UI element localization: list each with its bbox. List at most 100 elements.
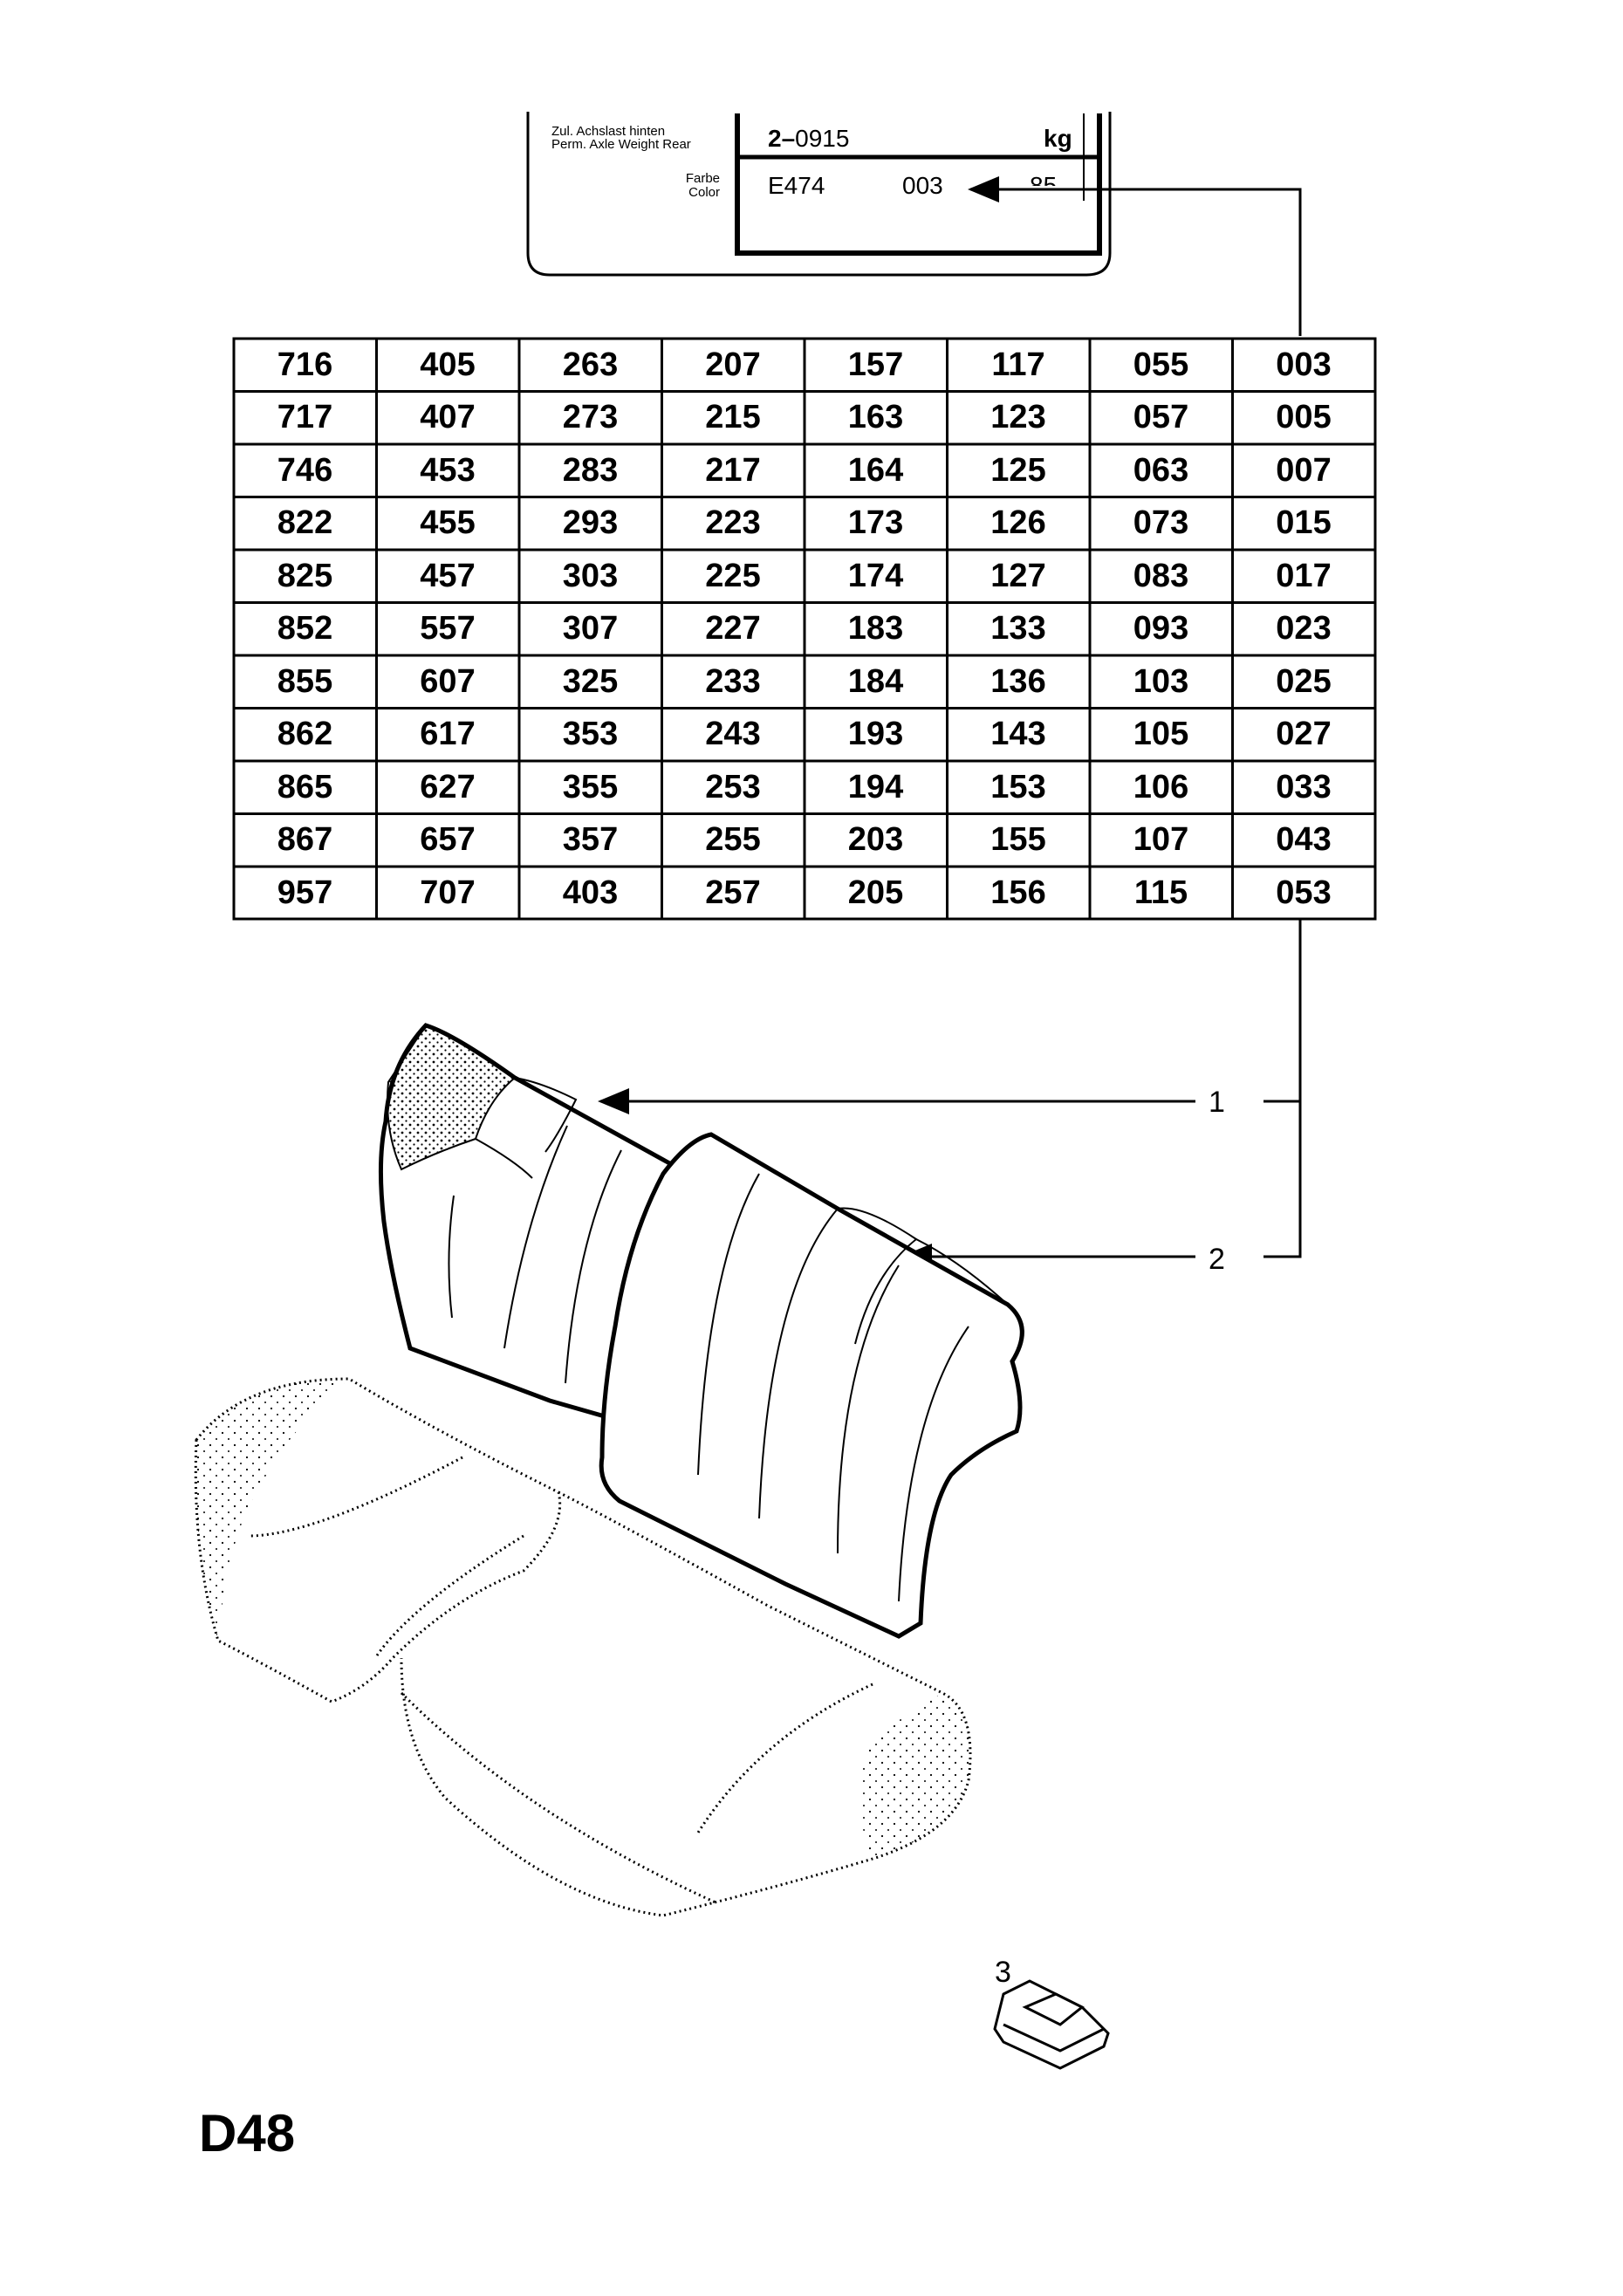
seat-cushion — [194, 1377, 972, 1917]
seat-cushion-texture — [195, 1379, 970, 1859]
plate-axle-weight: 2–0915 — [768, 126, 849, 152]
color-code-cell: 403 — [562, 874, 619, 911]
vehicle-id-plate — [526, 112, 1112, 277]
color-code-cell: 155 — [990, 821, 1046, 858]
color-code-cell: 353 — [562, 716, 619, 752]
plate-axle-label-en: Perm. Axle Weight Rear — [551, 137, 691, 152]
color-code-cell: 126 — [990, 504, 1046, 541]
color-code-cell: 855 — [277, 662, 333, 700]
color-code-cell: 215 — [705, 399, 761, 435]
color-code-cell: 043 — [1276, 821, 1332, 858]
color-code-cell: 607 — [420, 662, 476, 700]
color-code-cell: 164 — [847, 451, 904, 489]
color-code-cell: 015 — [1276, 504, 1332, 541]
color-code-cell: 057 — [1133, 399, 1189, 435]
color-code-cell: 183 — [847, 610, 904, 647]
plate-color-label-en: Color — [688, 185, 720, 200]
color-code-cell: 073 — [1133, 504, 1189, 541]
color-code-cell: 865 — [277, 768, 333, 805]
color-code-cell: 123 — [990, 399, 1046, 435]
color-code-cell: 173 — [847, 504, 904, 541]
color-code-cell: 716 — [277, 346, 333, 383]
color-code-cell: 007 — [1276, 451, 1332, 489]
plate-axle-label-de: Zul. Achslast hinten — [551, 124, 666, 139]
color-code-cell: 203 — [847, 821, 904, 858]
color-code-cell: 117 — [991, 346, 1045, 383]
color-code-cell: 707 — [420, 874, 476, 911]
color-code-cell: 822 — [277, 504, 333, 541]
color-code-cell: 127 — [990, 557, 1046, 594]
color-code-cell: 107 — [1133, 821, 1189, 858]
plate-color-number: 003 — [902, 172, 943, 199]
color-code-cell: 957 — [277, 874, 333, 911]
color-code-cell: 106 — [1133, 768, 1189, 805]
color-code-cell: 125 — [990, 451, 1046, 489]
color-code-cell: 193 — [847, 716, 904, 752]
color-code-cell: 657 — [420, 821, 476, 858]
color-code-cell: 103 — [1133, 662, 1189, 700]
color-code-cell: 136 — [990, 662, 1046, 700]
color-code-cell: 325 — [562, 662, 619, 700]
color-code-cell: 055 — [1133, 346, 1189, 383]
color-code-cell: 194 — [847, 768, 904, 805]
color-code-cell: 025 — [1276, 662, 1332, 700]
color-code-cell: 217 — [705, 451, 761, 489]
color-code-cell: 233 — [705, 662, 761, 700]
color-code-cell: 153 — [990, 768, 1046, 805]
color-code-cell: 852 — [277, 610, 333, 647]
color-code-cell: 455 — [420, 504, 476, 541]
plate-weight-value: 0915 — [795, 125, 850, 152]
color-code-cell: 174 — [847, 557, 904, 594]
color-code-cell: 253 — [705, 768, 761, 805]
color-code-cell: 263 — [562, 346, 619, 383]
color-code-cell: 862 — [277, 716, 333, 752]
color-code-cell: 063 — [1133, 451, 1189, 489]
color-code-cell: 157 — [847, 346, 904, 383]
plate-color-code: E474 — [768, 172, 825, 199]
color-code-cell: 105 — [1133, 716, 1189, 752]
backrest-cover-left — [378, 1023, 683, 1422]
color-code-cell: 825 — [277, 557, 333, 594]
color-code-cell: 453 — [420, 451, 476, 489]
color-code-cell: 156 — [990, 874, 1046, 911]
color-code-cell: 005 — [1276, 399, 1332, 435]
color-code-cell: 207 — [705, 346, 761, 383]
callout-3: 3 — [995, 1956, 1011, 1989]
color-code-cell: 243 — [705, 716, 761, 752]
color-code-cell: 023 — [1276, 610, 1332, 647]
backrest-cover-right — [599, 1132, 1024, 1639]
plate-weight-unit: kg — [1044, 125, 1072, 152]
color-code-cell: 143 — [990, 716, 1046, 752]
color-code-cell: 225 — [705, 557, 761, 594]
color-code-cell: 184 — [847, 662, 904, 700]
color-code-cell: 717 — [277, 399, 333, 435]
color-code-cell: 273 — [562, 399, 619, 435]
color-code-cell: 407 — [420, 399, 476, 435]
retaining-clip — [993, 1979, 1110, 2070]
color-code-cell: 307 — [562, 610, 619, 647]
color-code-cell: 557 — [420, 610, 476, 647]
color-code-cell: 027 — [1276, 716, 1332, 752]
color-code-cell: 033 — [1276, 768, 1332, 805]
color-code-cell: 083 — [1133, 557, 1189, 594]
color-code-cell: 355 — [562, 768, 619, 805]
color-code-cell: 223 — [705, 504, 761, 541]
color-code-cell: 163 — [847, 399, 904, 435]
color-code-cell: 227 — [705, 610, 761, 647]
color-code-cell: 293 — [562, 504, 619, 541]
color-code-cell: 093 — [1133, 610, 1189, 647]
color-code-cell: 357 — [562, 821, 619, 858]
color-code-cell: 133 — [990, 610, 1046, 647]
plate-weight-prefix: 2– — [768, 125, 796, 152]
color-table-lines — [234, 339, 1375, 920]
plate-color-label-de: Farbe — [685, 171, 720, 186]
color-code-cell: 115 — [1133, 874, 1188, 911]
color-code-cell: 017 — [1276, 557, 1332, 594]
color-code-cell: 303 — [562, 557, 619, 594]
page-identifier: D48 — [199, 2104, 296, 2162]
color-code-cell: 405 — [420, 346, 476, 383]
plate-to-table-leader — [968, 176, 1302, 336]
plate-faded-number: 85 — [1030, 172, 1058, 199]
